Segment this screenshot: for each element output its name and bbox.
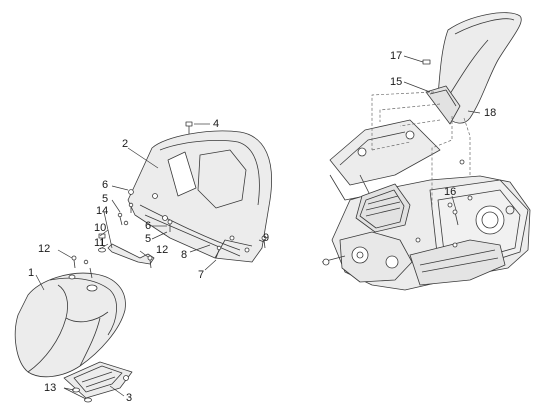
callout-9: 9 (263, 232, 270, 244)
mudguard-bracket (63, 361, 133, 399)
callout-18: 18 (484, 107, 497, 119)
leader-lines (35, 55, 481, 400)
callout-6-upper: 6 (102, 179, 109, 191)
callout-10: 10 (94, 222, 107, 234)
callout-7: 7 (198, 269, 205, 281)
callout-11: 11 (94, 237, 106, 249)
callout-8: 8 (181, 249, 188, 261)
callout-1: 1 (28, 267, 35, 279)
callout-12-left: 12 (38, 243, 51, 255)
callout-4: 4 (213, 118, 220, 130)
callout-12-right: 12 (156, 244, 169, 256)
callout-6-lower: 6 (145, 220, 152, 232)
front-fender (14, 272, 126, 378)
callout-5-upper: 5 (102, 193, 109, 205)
callout-16: 16 (444, 186, 457, 198)
bracket-part (107, 243, 155, 265)
callout-15: 15 (390, 76, 403, 88)
alignment-guides (371, 91, 471, 210)
callout-3: 3 (126, 392, 133, 404)
callout-17: 17 (390, 50, 403, 62)
callout-5-lower: 5 (145, 233, 152, 245)
fasteners (71, 59, 469, 403)
inner-legshield (127, 130, 272, 263)
callout-2: 2 (122, 138, 129, 150)
callout-14: 14 (96, 205, 109, 217)
callout-13: 13 (44, 382, 57, 394)
rear-splash-guard (425, 12, 522, 125)
engine-assembly (321, 119, 531, 291)
